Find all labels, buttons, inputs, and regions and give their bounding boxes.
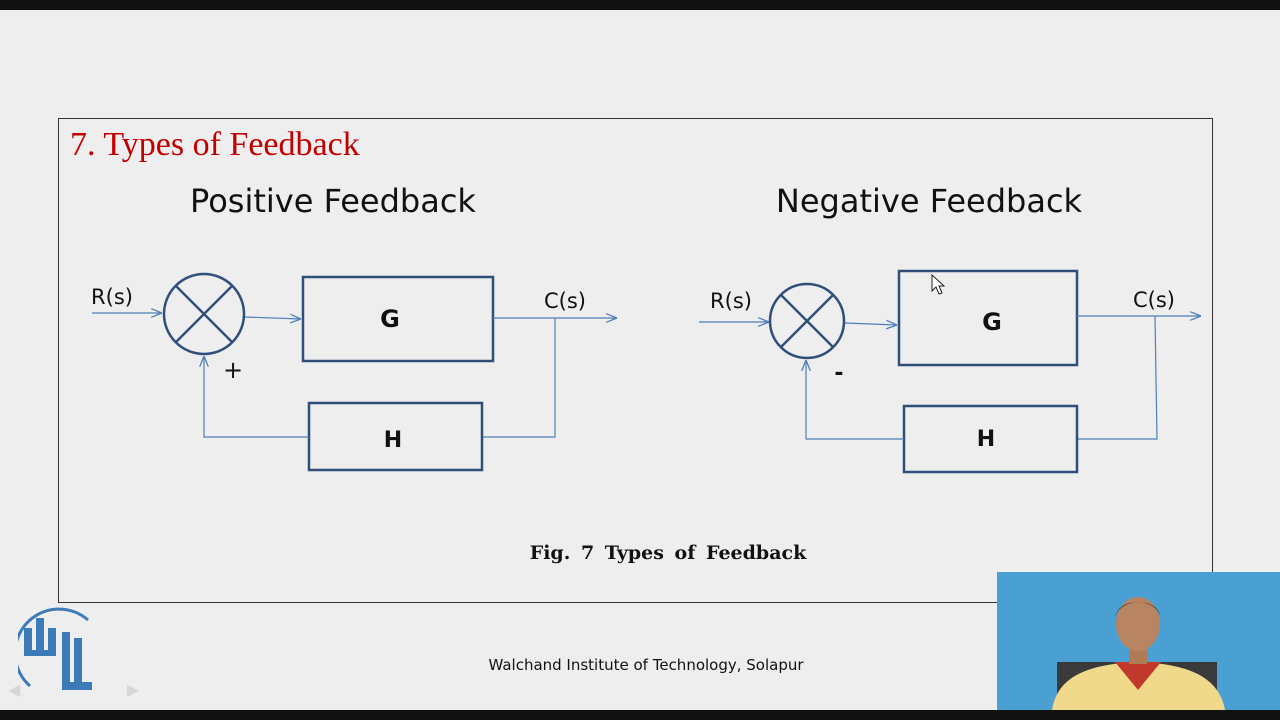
positive-feedback-heading: Positive Feedback (190, 182, 476, 220)
pos-sign-label: + (223, 356, 243, 384)
neg-input-label: R(s) (710, 289, 752, 313)
slide-title: 7. Types of Feedback (70, 126, 360, 163)
neg-feedback-takeoff (1077, 315, 1158, 440)
pos-feedback-label: H (384, 428, 402, 453)
pos-summing-junction (162, 272, 246, 356)
pos-input-label: R(s) (91, 285, 133, 309)
figure-caption: Fig. 7 Types of Feedback (529, 542, 807, 564)
neg-sign-label: - (834, 361, 843, 386)
mouse-cursor-icon (931, 273, 946, 295)
slide-frame (58, 118, 1213, 603)
pos-output-label: C(s) (544, 289, 586, 313)
neg-feedback-return (806, 360, 904, 440)
neg-forward-block (897, 269, 1079, 367)
slide-nav-arrows-icon[interactable]: ◀ ▶ (8, 682, 140, 699)
footer-institute: Walchand Institute of Technology, Solapu… (488, 656, 804, 674)
pos-forward-label: G (380, 305, 400, 333)
negative-feedback-heading: Negative Feedback (775, 182, 1083, 220)
neg-junction-cross-b (780, 294, 834, 348)
pos-forward-block (301, 275, 495, 363)
neg-forward-label: G (982, 308, 1002, 336)
presenter-video (997, 572, 1280, 710)
presenter-figure-icon (997, 572, 1280, 710)
video-bottom-bar (0, 710, 1280, 720)
video-top-bar (0, 0, 1280, 10)
institute-logo-icon (18, 607, 92, 690)
pos-junction-cross-b (175, 285, 233, 343)
negative-feedback-diagram: R(s) C(s) G H - (699, 269, 1201, 474)
pos-feedback-takeoff (482, 318, 556, 438)
neg-summing-junction (768, 282, 846, 360)
neg-junction-to-g (844, 323, 897, 325)
neg-output-label: C(s) (1133, 288, 1175, 312)
neg-feedback-label: H (977, 427, 995, 452)
pos-feedback-return (204, 356, 309, 438)
positive-feedback-diagram: R(s) C(s) G H + (91, 272, 617, 472)
pos-junction-to-g (244, 317, 301, 319)
